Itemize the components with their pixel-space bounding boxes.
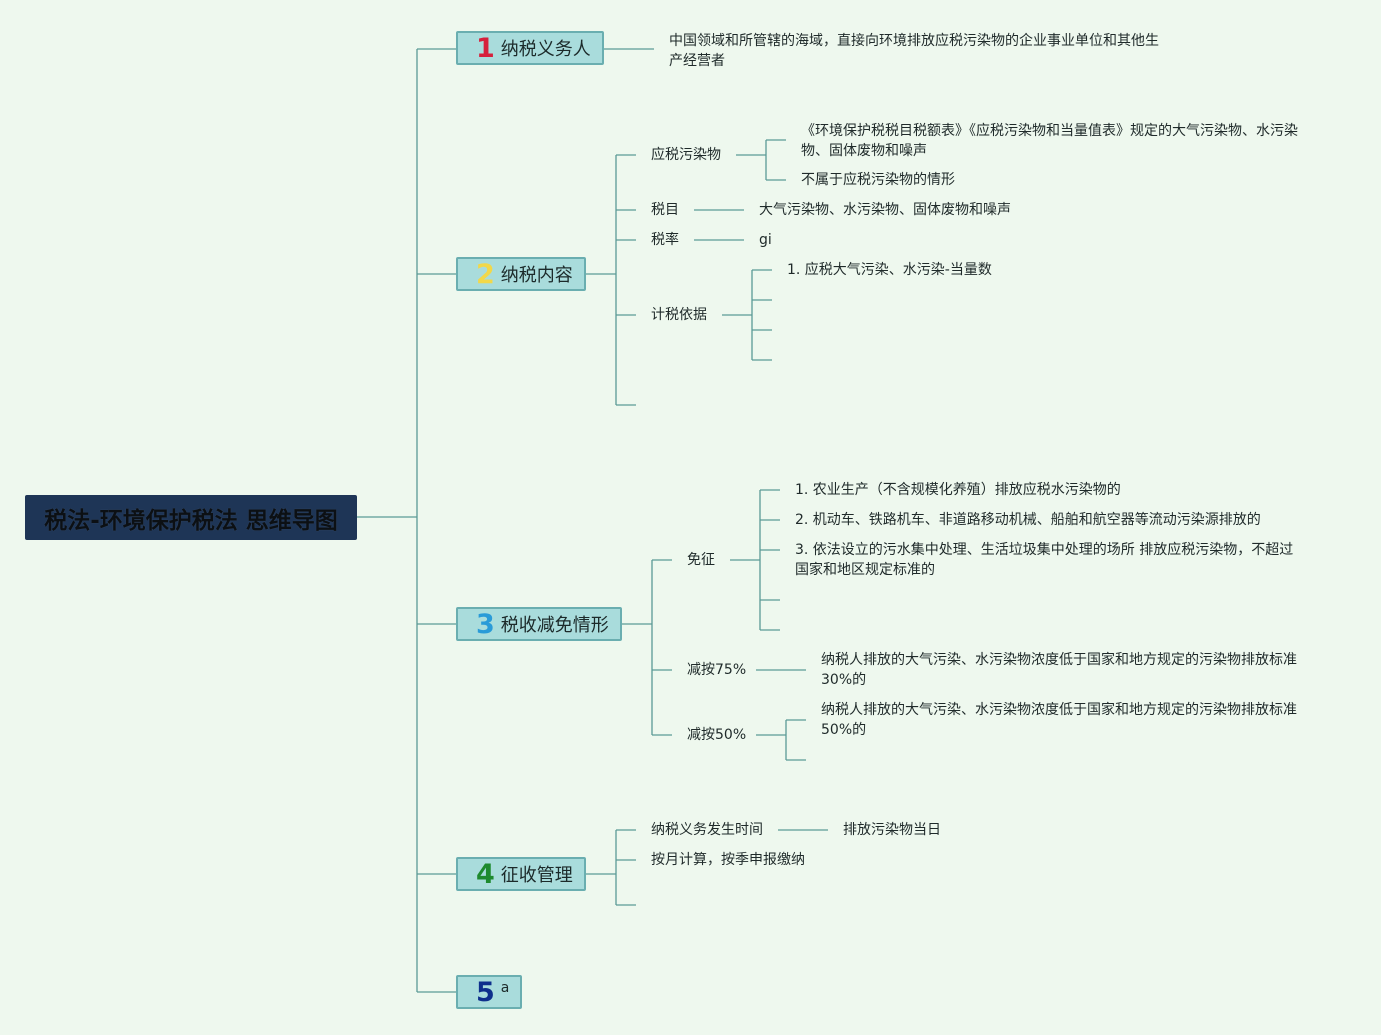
topic-2-number: 2 bbox=[476, 258, 495, 290]
topic-4-number: 4 bbox=[476, 858, 495, 890]
topic-3-label: 税收减免情形 bbox=[500, 615, 609, 636]
topic-5-label: a bbox=[500, 980, 510, 996]
t3-exempt-item-3: 3. 依法设立的污水集中处理、生活垃圾集中处理的场所 排放应税污染物，不超过国家… bbox=[795, 542, 1294, 578]
t2-basis-label[interactable]: 计税依据 bbox=[651, 307, 707, 323]
t4-monthly[interactable]: 按月计算，按季申报缴纳 bbox=[651, 852, 805, 868]
t3-r75-label[interactable]: 减按75% bbox=[687, 662, 747, 678]
topic-2-label: 纳税内容 bbox=[500, 265, 573, 286]
t2-basis-item-1: 1. 应税大气污染、水污染-当量数 bbox=[787, 262, 992, 278]
t2-rate-label[interactable]: 税率 bbox=[651, 232, 679, 248]
t3-r75-value: 纳税人排放的大气污染、水污染物浓度低于国家和地方规定的污染物排放标准30%的 bbox=[821, 652, 1297, 688]
topic-1[interactable]: 1 纳税义务人 bbox=[456, 31, 604, 65]
topic-4[interactable]: 4 征收管理 bbox=[456, 857, 586, 891]
topic-1-number: 1 bbox=[476, 32, 495, 64]
topic-5-number: 5 bbox=[476, 976, 495, 1008]
t4-time-label[interactable]: 纳税义务发生时间 bbox=[651, 822, 763, 838]
t2-items-label[interactable]: 税目 bbox=[651, 202, 679, 218]
topic-3[interactable]: 3 税收减免情形 bbox=[456, 607, 622, 641]
topic-2[interactable]: 2 纳税内容 bbox=[456, 257, 586, 291]
root-topic[interactable]: 税法-环境保护税法 思维导图 bbox=[25, 495, 357, 540]
t3-r50-value: 纳税人排放的大气污染、水污染物浓度低于国家和地方规定的污染物排放标准50%的 bbox=[821, 702, 1297, 738]
topic-1-label: 纳税义务人 bbox=[500, 39, 591, 60]
t2-pollutants-item-2: 不属于应税污染物的情形 bbox=[801, 172, 955, 188]
topic-3-number: 3 bbox=[476, 608, 495, 640]
topic-4-label: 征收管理 bbox=[500, 865, 573, 886]
t2-rate-value: gi bbox=[759, 232, 772, 248]
t2-items-value: 大气污染物、水污染物、固体废物和噪声 bbox=[759, 202, 1011, 218]
t2-pollutants-item-1: 《环境保护税税目税额表》《应税污染物和当量值表》规定的大气污染物、水污染物、固体… bbox=[801, 123, 1298, 159]
t3-exempt-label[interactable]: 免征 bbox=[687, 552, 715, 568]
t1-desc: 中国领域和所管辖的海域，直接向环境排放应税污染物的企业事业单位和其他生产经营者 bbox=[669, 33, 1159, 69]
t2-pollutants-label[interactable]: 应税污染物 bbox=[651, 147, 721, 163]
t4-time-value: 排放污染物当日 bbox=[843, 822, 941, 838]
topic-5[interactable]: 5 a bbox=[456, 975, 522, 1009]
t3-r50-label[interactable]: 减按50% bbox=[687, 727, 747, 743]
t3-exempt-item-1: 1. 农业生产（不含规模化养殖）排放应税水污染物的 bbox=[795, 482, 1121, 498]
t3-exempt-item-2: 2. 机动车、铁路机车、非道路移动机械、船舶和航空器等流动污染源排放的 bbox=[795, 512, 1261, 528]
root-title: 税法-环境保护税法 思维导图 bbox=[44, 507, 338, 534]
